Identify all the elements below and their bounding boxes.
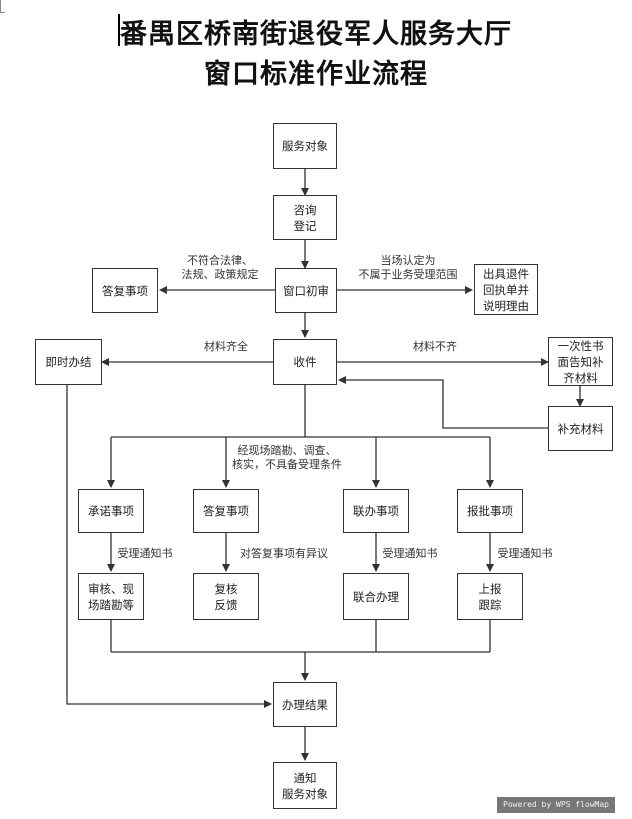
label-acceptance-notice-1: 受理通知书 (117, 547, 173, 560)
node-issue-return-receipt: 出具退件 回执单并 说明理由 (474, 264, 538, 315)
watermark-badge: Powered by WPS flowMap (497, 797, 615, 813)
label-objection: 对答复事项有异议 (240, 547, 328, 560)
label-acceptance-notice-2: 受理通知书 (382, 547, 438, 560)
arrow-supplement-to-receive (338, 376, 548, 429)
corner-mark (0, 0, 5, 13)
node-approval-item: 报批事项 (457, 489, 523, 533)
node-joint-item: 联办事项 (343, 489, 409, 533)
node-supplement: 补充材料 (548, 406, 613, 451)
node-receive: 收件 (273, 339, 337, 385)
label-survey-not-eligible: 经现场踏勘、调查、 核实，不具备受理条件 (232, 444, 342, 471)
label-acceptance-notice-3: 受理通知书 (497, 547, 553, 560)
arrow-immediate-to-result (66, 385, 272, 708)
label-materials-incomplete: 材料不齐 (413, 340, 457, 353)
node-window-review: 窗口初审 (275, 268, 337, 313)
node-reply-item: 答复事项 (193, 489, 259, 533)
node-immediate-done: 即时办结 (35, 339, 102, 385)
node-one-time-notice: 一次性书 面告知补 齐材料 (548, 337, 613, 386)
label-not-compliant: 不符合法律、 法规、政策规定 (181, 254, 259, 281)
node-service-target: 服务对象 (273, 123, 337, 169)
text-cursor (118, 14, 120, 46)
node-notify-target: 通知 服务对象 (273, 762, 337, 809)
label-materials-complete: 材料齐全 (204, 340, 248, 353)
node-recheck-feedback: 复核 反馈 (193, 573, 259, 620)
node-review-survey: 审核、现 场踏勘等 (78, 573, 144, 620)
page-title: 番禺区桥南街退役军人服务大厅 (120, 19, 512, 50)
node-promise-item: 承诺事项 (78, 489, 144, 533)
node-consult-register: 咨询 登记 (273, 195, 337, 240)
node-result: 办理结果 (273, 682, 337, 727)
node-reply-left: 答复事项 (92, 268, 158, 313)
node-joint-handle: 联合办理 (343, 573, 409, 620)
node-report-track: 上报 跟踪 (457, 573, 523, 620)
page-subtitle: 窗口标准作业流程 (204, 59, 428, 90)
label-not-in-scope: 当场认定为 不属于业务受理范围 (358, 254, 458, 281)
